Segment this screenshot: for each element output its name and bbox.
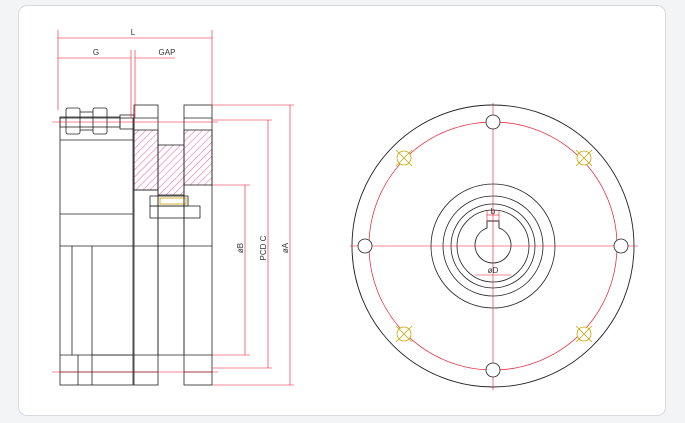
dimension-pcd-label: PCD C — [259, 235, 268, 260]
dimension-g-label: G — [93, 48, 99, 57]
hub-body — [59, 117, 134, 386]
vertical-dimensions — [212, 104, 294, 386]
shaft-diameter-label: øD — [488, 266, 499, 275]
marked-hole-top-left — [395, 149, 413, 167]
dimension-l-label: L — [131, 28, 136, 37]
bolt-hole-bottom — [485, 362, 501, 378]
marked-hole-bottom-right — [575, 325, 593, 343]
key-slot — [149, 195, 201, 219]
centre-flange — [133, 104, 213, 386]
side-view: L G GAP øB PCD C øA — [52, 28, 294, 386]
bolt-hole-top — [485, 114, 501, 130]
marked-hole-top-right — [575, 149, 593, 167]
bolt-holes — [357, 114, 629, 378]
bolt-hole-left — [357, 238, 373, 254]
front-view: b øD — [350, 103, 638, 390]
dimension-oa-label: øA — [281, 242, 290, 253]
marked-holes — [395, 149, 593, 343]
drawing-card — [18, 5, 666, 416]
dimension-ob-label: øB — [236, 243, 245, 253]
marked-hole-bottom-left — [395, 325, 413, 343]
dimension-l — [57, 30, 213, 110]
dimension-g-gap — [58, 50, 175, 118]
key-width-dimension — [486, 210, 500, 222]
bolt-assembly — [59, 107, 135, 135]
dimension-gap-label: GAP — [159, 48, 176, 57]
bolt-hole-right — [613, 238, 629, 254]
key-width-label: b — [491, 207, 496, 216]
keyed-bore — [474, 220, 512, 264]
